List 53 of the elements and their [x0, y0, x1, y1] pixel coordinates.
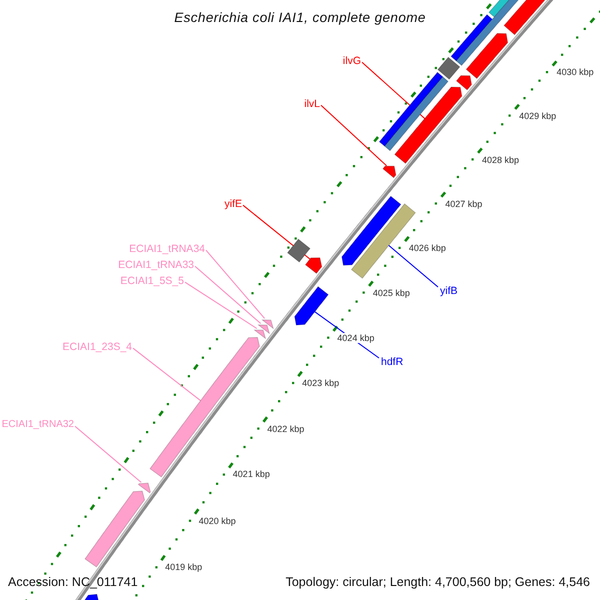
gene-block	[504, 0, 546, 36]
gene-block	[488, 0, 512, 18]
gene-feature	[304, 258, 322, 274]
gene-feature	[84, 490, 145, 568]
gene-label: yifE	[224, 198, 242, 210]
accession-text: Accession: NC_011741	[8, 575, 138, 589]
gene-label: hdfR	[381, 356, 404, 368]
gene-feature	[262, 320, 274, 329]
gene-feature	[466, 33, 508, 79]
scale-label: 4029 kbp	[519, 110, 556, 121]
scale-label: 4030 kbp	[556, 67, 594, 78]
leader-line	[74, 426, 142, 483]
gene-label: ECIAI1_tRNA34	[129, 243, 205, 255]
gene-block	[384, 76, 449, 152]
gene-label: ECIAI1_23S_4	[62, 341, 132, 353]
leader-line	[194, 266, 262, 324]
gene-feature	[456, 75, 472, 90]
leader-line	[184, 282, 258, 329]
scale-label: 4026 kbp	[408, 243, 446, 253]
scale-label: 4019 kbp	[165, 562, 202, 572]
gene-feature	[382, 166, 396, 178]
leader-line	[388, 244, 438, 288]
genome-info-text: Topology: circular; Length: 4,700,560 bp; Genes: 4,546	[286, 575, 590, 589]
gene-label: ECIAI1_tRNA33	[118, 259, 194, 271]
gene-feature	[138, 482, 151, 494]
gene-block	[456, 0, 520, 66]
gene-feature	[394, 86, 462, 164]
gene-feature	[341, 196, 402, 266]
gene-label: yifB	[440, 285, 458, 297]
gene-block	[378, 72, 444, 147]
scale-label: 4021 kbp	[232, 469, 270, 480]
leader-line	[320, 104, 388, 166]
scale-label: 4027 kbp	[445, 198, 482, 209]
gene-feature	[258, 324, 270, 334]
leader-line	[242, 204, 312, 260]
scale-label: 4022 kbp	[267, 424, 304, 434]
gene-label: ilvG	[342, 55, 361, 67]
scale-label: 4024 kbp	[337, 332, 374, 343]
gene-label: ECIAI1_tRNA32	[2, 419, 74, 431]
scale-label: 4020 kbp	[198, 516, 236, 526]
scale-label: 4023 kbp	[302, 378, 340, 388]
gene-label: ECIAI1_5S_5	[120, 275, 184, 287]
gene-label: ilvL	[304, 98, 320, 110]
leader-line	[132, 348, 202, 402]
title: Escherichia coli IAI1, complete genome	[174, 10, 426, 26]
leader-line	[206, 250, 266, 319]
gene-feature	[254, 330, 266, 339]
gene-feature	[294, 286, 329, 326]
scale-label: 4025 kbp	[372, 288, 410, 298]
scale-label: 4028 kbp	[482, 154, 520, 165]
gene-block	[437, 56, 460, 80]
gene-block	[287, 238, 311, 263]
gene-block	[450, 14, 493, 62]
